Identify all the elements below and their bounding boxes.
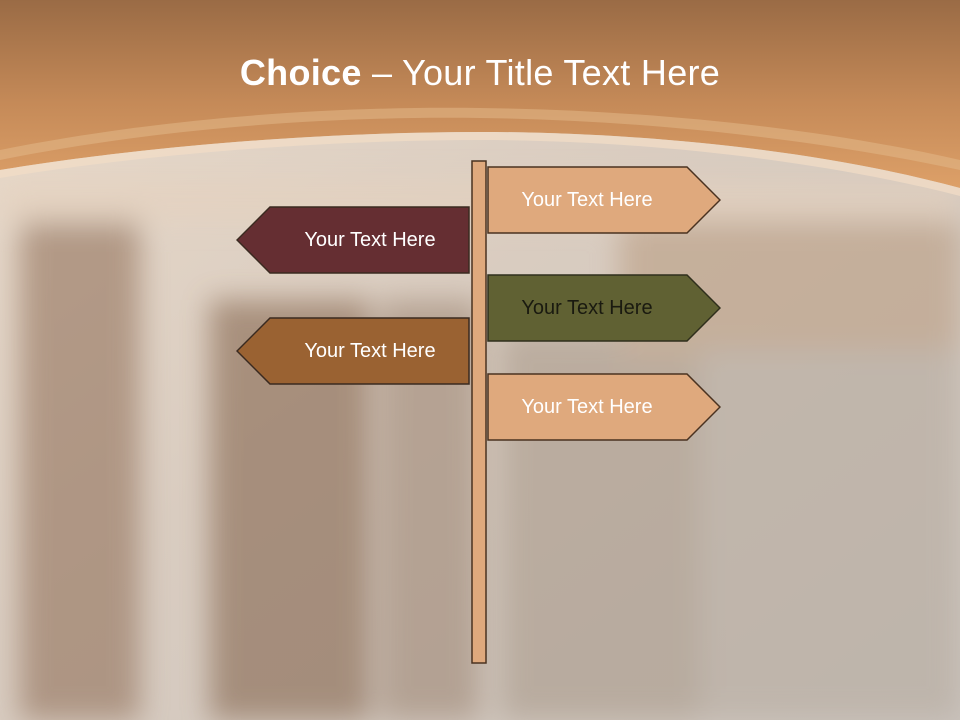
signpost-pole: [471, 160, 487, 664]
slide-title: Choice – Your Title Text Here: [0, 52, 960, 94]
sign-right-3: Your Text Here: [487, 373, 721, 441]
sign-right-1: Your Text Here: [487, 166, 721, 234]
sign-label: Your Text Here: [521, 188, 653, 211]
title-bold: Choice: [239, 52, 362, 93]
sign-left-1: Your Text Here: [236, 206, 470, 274]
title-rest: – Your Title Text Here: [361, 52, 721, 93]
sign-right-2: Your Text Here: [487, 274, 721, 342]
sign-label: Your Text Here: [304, 228, 436, 251]
sign-label: Your Text Here: [521, 395, 653, 418]
sign-label: Your Text Here: [521, 296, 653, 319]
sign-label: Your Text Here: [304, 339, 436, 362]
sign-left-2: Your Text Here: [236, 317, 470, 385]
